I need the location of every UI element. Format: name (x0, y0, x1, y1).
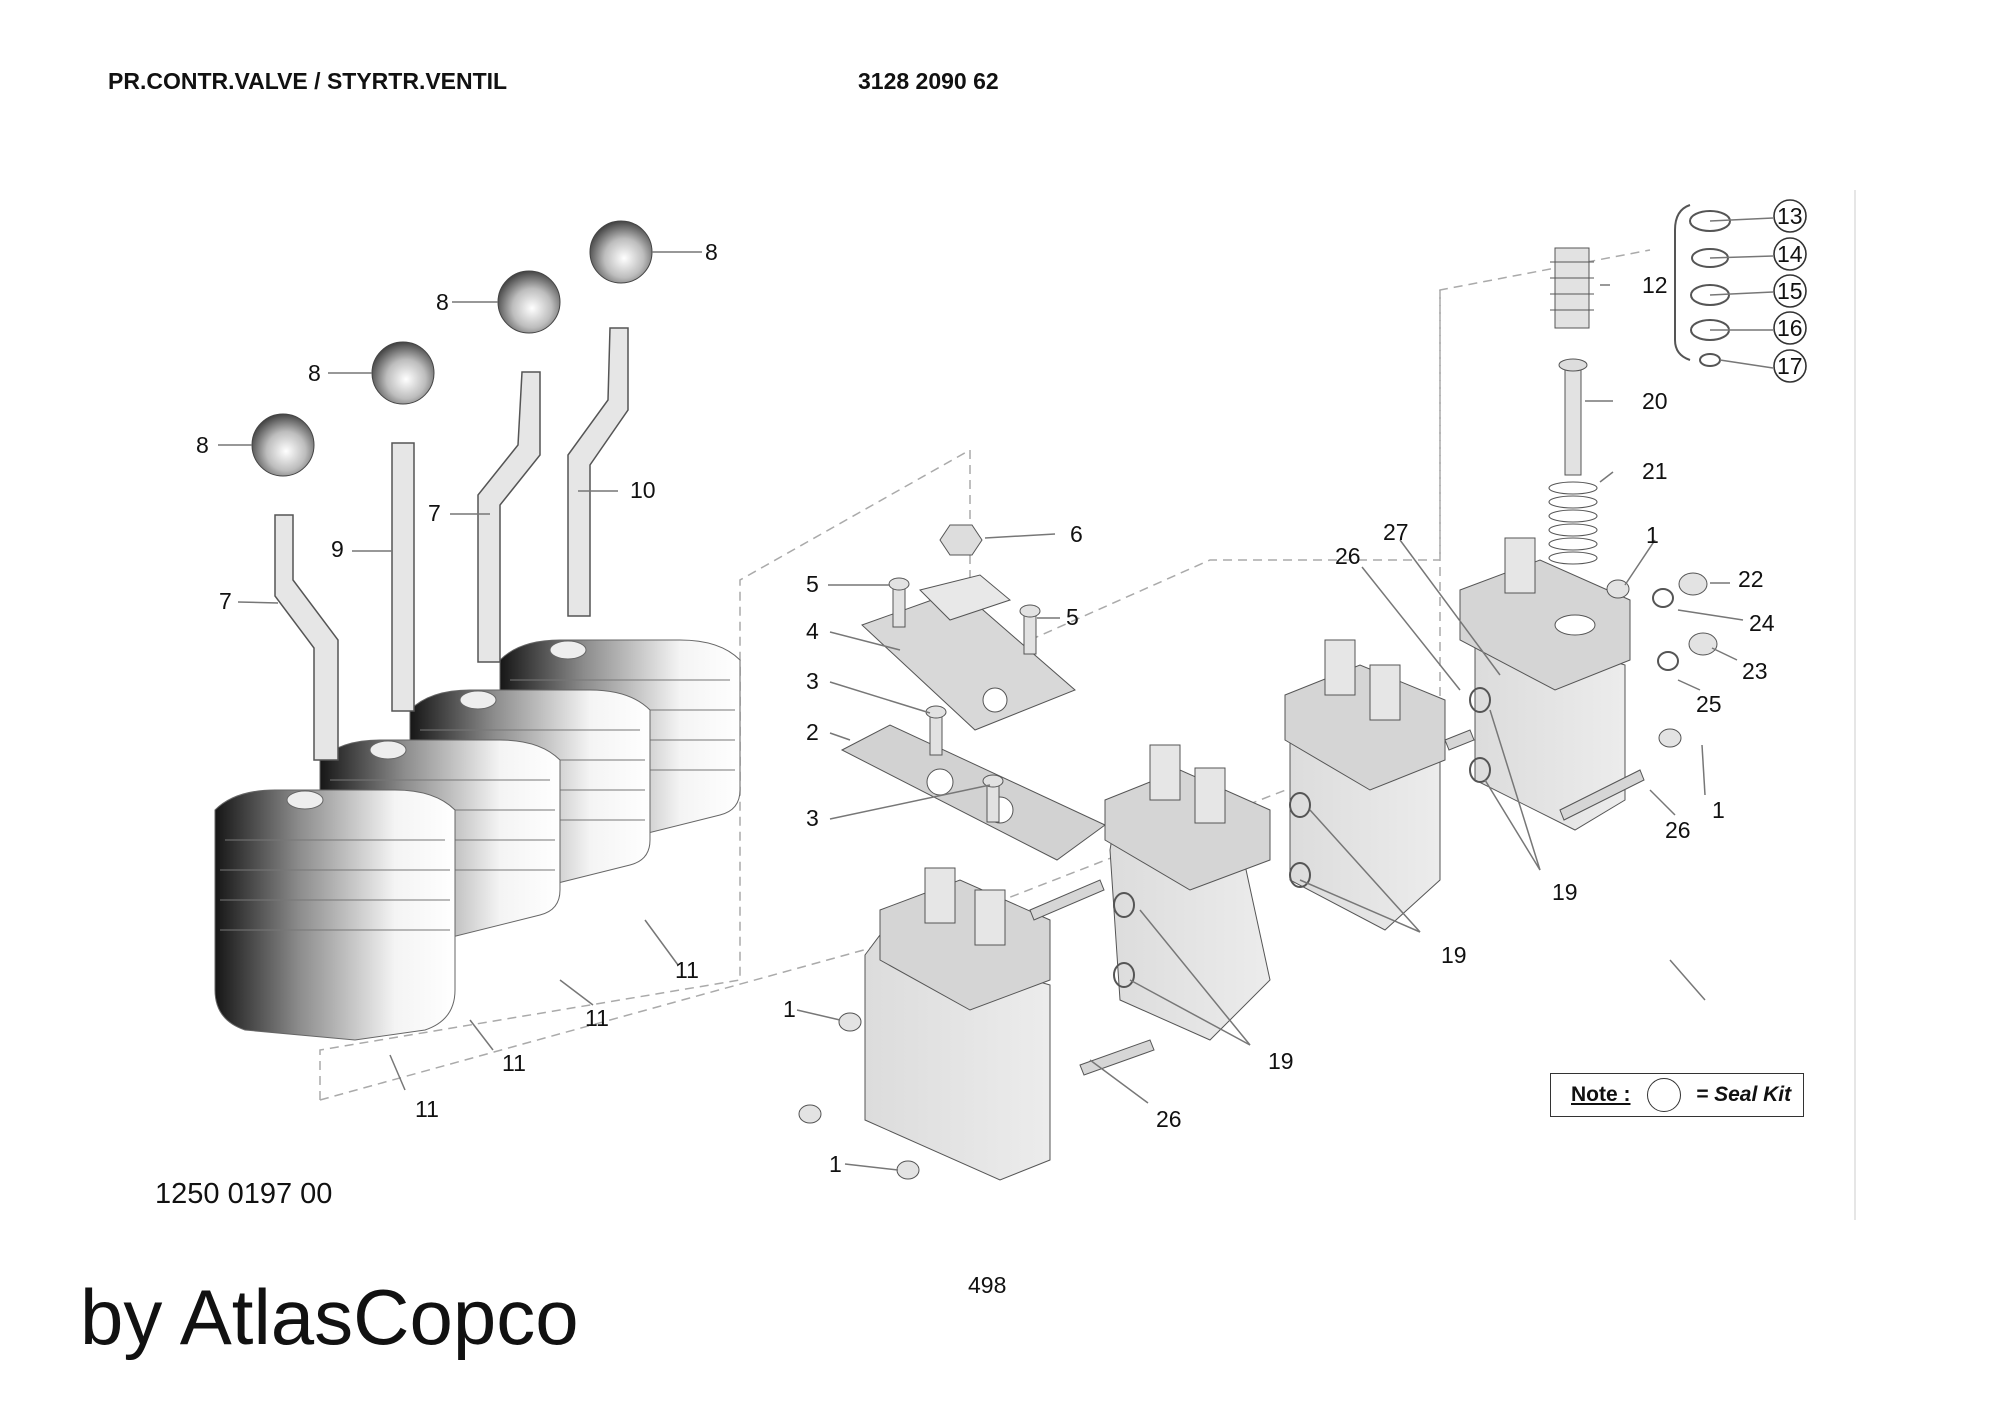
callout-bracket: 4 (806, 618, 819, 644)
callout-oring-a: 24 (1749, 610, 1775, 636)
seal-kit-marker (1773, 199, 1807, 233)
note-text: = Seal Kit (1696, 1083, 1792, 1106)
callout-fitting-b: 23 (1742, 658, 1768, 684)
callout-plate: 2 (806, 719, 819, 745)
callout-seal-b: 14 (1777, 241, 1803, 267)
callout-seal-d: 16 (1777, 315, 1803, 341)
callout-plug-bottom: 1 (829, 1151, 842, 1177)
seal-kit-marker (1773, 274, 1807, 308)
valve-block (1284, 639, 1446, 931)
callout-plug-left: 1 (783, 996, 796, 1022)
seal-kit-symbol-icon (1647, 1078, 1681, 1112)
callout-bolt-right: 26 (1665, 817, 1691, 843)
callout-labels: 8 8 8 8 7 9 7 10 6 5 5 4 3 2 3 12 20 21 … (196, 199, 1807, 1177)
callout-boot-b: 11 (585, 1005, 609, 1031)
mounting-plate (840, 724, 1106, 861)
page-title: PR.CONTR.VALVE / STYRTR.VENTIL (108, 68, 508, 94)
fitting (1678, 572, 1718, 656)
valve-block (1104, 744, 1271, 1041)
valve-cartridge (1550, 247, 1594, 329)
bracket (861, 574, 1076, 731)
lever-bent (567, 327, 629, 617)
callout-lever-straight: 9 (331, 536, 344, 562)
callout-plug-right: 1 (1712, 797, 1725, 823)
lever-bent (274, 514, 339, 761)
screw (888, 577, 910, 628)
seal-kit-marker (1773, 349, 1807, 383)
callout-cartridge: 12 (1642, 272, 1668, 298)
seal-rings (1674, 204, 1731, 367)
assembly-number: 1250 0197 00 (155, 1178, 333, 1210)
callout-seal-a: 13 (1777, 203, 1803, 229)
seal-kit-note: Note : = Seal Kit (1550, 1073, 1804, 1117)
callout-plug-top: 1 (1646, 522, 1659, 548)
callout-spool: 20 (1642, 388, 1668, 414)
callout-boot-a: 11 (675, 957, 699, 983)
lever-straight (391, 442, 415, 712)
ball-knob (371, 341, 435, 405)
callout-fitting-a: 22 (1738, 566, 1764, 592)
part-number: 3128 2090 62 (858, 68, 999, 94)
hex-nut (939, 524, 983, 556)
valve-block (1459, 537, 1631, 831)
ball-knob (589, 220, 653, 284)
plug (798, 579, 1682, 1180)
footer-brand: by AtlasCopco (80, 1273, 579, 1361)
callout-tie-rod: 27 (1383, 519, 1409, 545)
callout-orings-right: 19 (1552, 879, 1578, 905)
ball-knob (497, 270, 561, 334)
callout-boot-c: 11 (502, 1050, 526, 1076)
callout-orings-left: 19 (1268, 1048, 1294, 1074)
note-label: Note : (1571, 1083, 1631, 1106)
callout-spring: 21 (1642, 458, 1668, 484)
leader-lines (218, 217, 1774, 1171)
callout-lever-bent-right: 10 (630, 477, 656, 503)
callout-screw-right: 5 (1066, 604, 1079, 630)
seal-kit-marker (1773, 311, 1807, 345)
callout-seal-e: 17 (1777, 353, 1803, 379)
callout-lever-bent-mid: 7 (428, 500, 441, 526)
callout-bolt-bottom: 26 (1156, 1106, 1182, 1132)
o-ring (1113, 588, 1679, 988)
callout-knob-right: 8 (705, 239, 718, 265)
callout-bolt-top: 26 (1335, 543, 1361, 569)
callout-knob-3: 8 (436, 289, 449, 315)
callout-lever-bent-left: 7 (219, 588, 232, 614)
callout-screw-left: 5 (806, 571, 819, 597)
callout-boot-d: 11 (415, 1096, 439, 1122)
spring (1548, 481, 1598, 565)
lever-bent (477, 371, 541, 663)
ball-knob (251, 413, 315, 477)
page-number: 498 (968, 1272, 1007, 1298)
valve-block (864, 867, 1051, 1181)
callout-nut: 6 (1070, 521, 1083, 547)
screw (1019, 604, 1041, 655)
rubber-boot (214, 789, 456, 1041)
callout-knob-left: 8 (196, 432, 209, 458)
seal-kit-marker (1773, 237, 1807, 271)
callout-seal-c: 15 (1777, 278, 1803, 304)
callout-orings-mid: 19 (1441, 942, 1467, 968)
screw (925, 705, 947, 756)
callout-oring-b: 25 (1696, 691, 1722, 717)
callout-knob-2: 8 (308, 360, 321, 386)
screw (982, 774, 1004, 823)
callout-screw-top: 3 (806, 668, 819, 694)
spool (1558, 358, 1588, 476)
callout-screw-bottom: 3 (806, 805, 819, 831)
